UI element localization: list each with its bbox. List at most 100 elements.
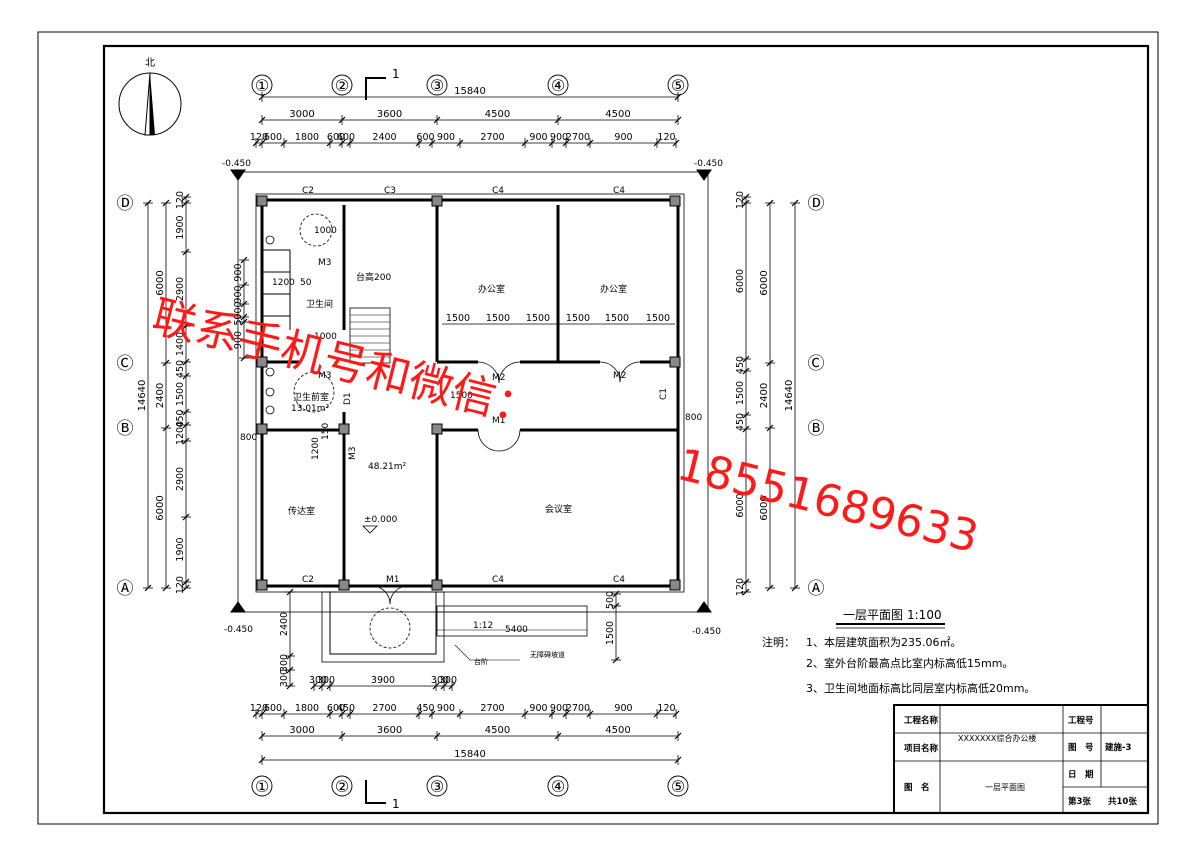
dim-slash	[554, 116, 562, 124]
hall-area-label: 48.21m²	[368, 462, 407, 472]
dim-slash	[258, 710, 266, 718]
dim-slash	[742, 199, 750, 207]
dim-label: 2700	[480, 703, 504, 714]
axis-label: Ⓒ	[808, 354, 825, 374]
office-window-dim: 1500	[486, 313, 510, 324]
axis-circle	[547, 74, 569, 96]
dim-slash	[432, 682, 440, 690]
dim-label: 600	[264, 132, 282, 143]
dim-slash	[433, 116, 441, 124]
drawing-no-label: 图 号	[1068, 743, 1094, 753]
dim-800a: 800	[240, 433, 257, 443]
dim-slash	[562, 710, 570, 718]
dim-label: 3000	[289, 109, 314, 120]
dim-slash	[338, 139, 346, 147]
dim-label: 600	[337, 132, 355, 143]
dim-label: 6000	[759, 495, 770, 520]
dim-slash	[182, 358, 190, 366]
dim-slash	[240, 256, 248, 264]
door-m3-label-3: M3	[348, 447, 358, 461]
dim-label: 600	[416, 132, 434, 143]
axis-label: ⑤	[671, 777, 685, 796]
dim-label: 1500	[175, 382, 186, 406]
dim-slash	[286, 666, 294, 674]
dim-label: 2400	[279, 612, 290, 636]
building-walls	[230, 169, 712, 663]
dim-slash	[791, 199, 799, 207]
dim-slash	[548, 139, 556, 147]
dim-label: 900	[233, 301, 244, 319]
dim-slash	[653, 139, 661, 147]
dim-slash	[162, 584, 170, 592]
dim-label: 6000	[155, 270, 166, 295]
dim-150: 150	[321, 423, 331, 440]
dim-label: 120	[657, 132, 675, 143]
dim-slash	[791, 584, 799, 592]
ramp-slope: 1:12	[473, 621, 493, 631]
drawing-name: 一层平面图	[985, 783, 1025, 792]
office-window-dim: 1500	[566, 313, 590, 324]
dim-label: 600	[264, 703, 282, 714]
dim-slash	[280, 139, 288, 147]
office-window-dim: 1500	[526, 313, 550, 324]
elevation-bottom-right: -0.450	[692, 627, 721, 637]
project-no-label: 工程号	[1068, 715, 1094, 726]
dim-slash	[144, 584, 152, 592]
dim-slash	[258, 756, 266, 764]
axis-circle	[331, 74, 353, 96]
dim-slash	[258, 93, 266, 101]
dim-slash	[338, 732, 346, 740]
dim-slash	[182, 584, 190, 592]
dim-label: 2700	[480, 132, 504, 143]
drawing-title: 一层平面图 1:100	[836, 608, 945, 629]
dim-label: 6000	[759, 270, 770, 295]
dim-slash	[338, 710, 346, 718]
title-block-labels: 工程名称 项目名称 XXXXXXX综合办公楼 图 名 一层平面图 工程号 图 号…	[904, 715, 1137, 807]
door-m2-label-1: M2	[492, 373, 506, 383]
title-text: 一层平面图	[843, 608, 903, 622]
door-m3-label-2: M3	[318, 371, 332, 381]
dim-slash	[310, 682, 318, 690]
level-mark-icon	[362, 525, 378, 534]
dim-label: 300	[317, 675, 335, 686]
dim-slash	[182, 437, 190, 445]
dim-label: 900	[529, 132, 547, 143]
notes-head: 注明：	[762, 635, 795, 649]
dim-slash	[326, 139, 334, 147]
outer-frame	[37, 31, 1159, 825]
dim-slash	[415, 139, 423, 147]
axis-circle	[547, 775, 569, 797]
window-c3-label: C3	[384, 186, 396, 196]
watermark-line-2: 18551689633	[672, 439, 983, 563]
axis-label: Ⓑ	[117, 419, 134, 439]
dim-slash	[653, 710, 661, 718]
section-mark-label: 1	[392, 67, 400, 81]
axis-label: ⑤	[671, 76, 685, 95]
dim-slash	[162, 199, 170, 207]
dim-slash	[448, 682, 456, 690]
dim-label: 900	[233, 263, 244, 281]
dim-label: 300	[279, 654, 290, 672]
dim-label: 50	[233, 313, 244, 325]
dim-label: 2400	[372, 132, 396, 143]
elevation-top-right: -0.450	[694, 159, 723, 169]
item-name: XXXXXXX综合办公楼	[958, 733, 1036, 743]
dim-label: 900	[233, 285, 244, 303]
dim-label: 450	[337, 703, 355, 714]
note-3: 3、卫生间地面标高比同层室内标高低20mm。	[806, 681, 1035, 695]
dim-slash	[586, 139, 594, 147]
dim-1200: 1200	[272, 278, 295, 288]
dim-slash	[182, 322, 190, 330]
dim-slash	[240, 300, 248, 308]
dim-label: 600	[327, 703, 345, 714]
dim-label: 900	[233, 331, 244, 349]
dim-label: 300	[439, 675, 457, 686]
axis-label: Ⓓ	[117, 194, 134, 214]
window-c4-label-2: C4	[613, 186, 625, 196]
dim-label: 900	[550, 132, 568, 143]
dim-label: 300	[309, 675, 327, 686]
